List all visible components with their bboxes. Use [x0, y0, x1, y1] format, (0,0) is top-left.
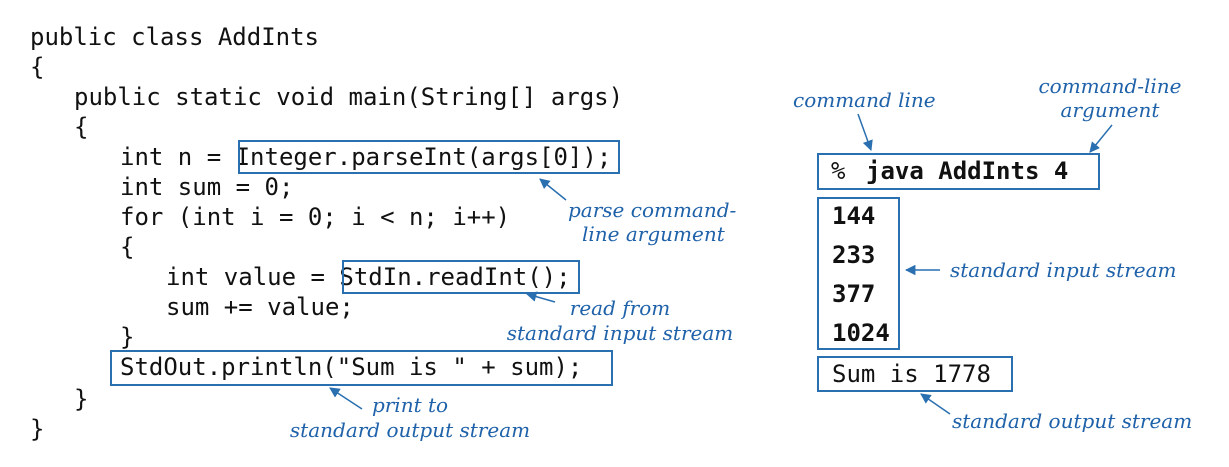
code-line-close-main: } [74, 385, 89, 413]
input-value: 377 [832, 280, 876, 308]
code-line-open-main: { [74, 113, 89, 141]
standard-output-box [817, 356, 1013, 392]
parse-int-highlight-box [238, 140, 620, 174]
code-line-for: for (int i = 0; i < n; i++) [120, 203, 511, 231]
code-line-open-class: { [30, 53, 45, 81]
standard-output-arrow [920, 393, 951, 415]
command-line-annotation: command line [793, 88, 936, 112]
code-line-open-for: { [120, 233, 135, 261]
parse-arrow [539, 178, 567, 201]
terminal-prompt: % [831, 157, 846, 185]
command-line-argument-annotation-line1: command-line [1038, 74, 1182, 98]
input-value: 1024 [832, 319, 890, 347]
print-annotation-line2: standard output stream [289, 418, 531, 442]
read-annotation-line2: standard input stream [506, 321, 734, 345]
standard-input-box [817, 197, 900, 350]
command-line-argument-annotation-line2: argument [1060, 98, 1160, 122]
parse-annotation-line2: line argument [582, 222, 725, 246]
code-line-class: public class AddInts [30, 23, 319, 51]
print-arrow [329, 387, 363, 410]
code-line-close-for: } [120, 323, 135, 351]
code-line-print: StdOut.println("Sum is " + sum); [120, 353, 583, 381]
standard-input-annotation: standard input stream [950, 258, 1177, 282]
code-line-sum: int sum = 0; [120, 173, 294, 201]
read-int-highlight-box [342, 260, 580, 294]
command-line-arrow [857, 113, 873, 151]
read-annotation-line1: read from [569, 296, 671, 320]
code-line-main: public static void main(String[] args) [74, 83, 624, 111]
terminal-command: java AddInts 4 [866, 157, 1069, 185]
input-value: 233 [832, 241, 876, 269]
read-arrow [525, 291, 556, 303]
code-line-parse: int n = Integer.parseInt(args[0]); [120, 143, 612, 171]
code-line-accumulate: sum += value; [166, 293, 354, 321]
output-text: Sum is 1778 [832, 360, 991, 388]
code-line-close-class: } [30, 415, 45, 443]
parse-annotation-line1: parse command- [568, 198, 737, 222]
print-annotation-line1: print to [371, 393, 449, 417]
command-argument-arrow [1089, 124, 1113, 153]
code-line-read: int value = StdIn.readInt(); [166, 263, 571, 291]
command-box [817, 153, 1100, 190]
println-highlight-box [110, 350, 613, 386]
standard-output-annotation: standard output stream [952, 409, 1193, 433]
input-value: 144 [832, 202, 876, 230]
